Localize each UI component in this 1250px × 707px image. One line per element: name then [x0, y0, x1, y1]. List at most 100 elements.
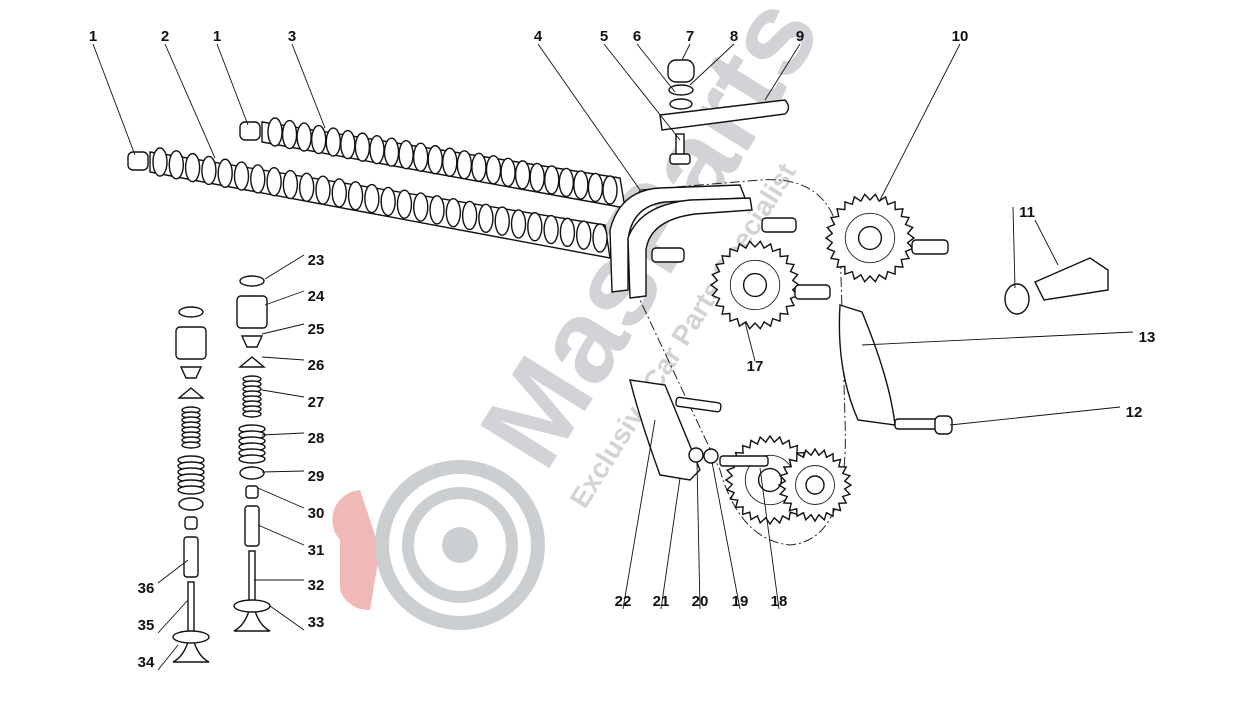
- callout-4[interactable]: 4: [534, 28, 543, 45]
- cam-lobe: [398, 139, 414, 170]
- leader-line: [157, 644, 179, 671]
- cam-lobe: [592, 223, 608, 253]
- cam-lobe: [354, 132, 371, 162]
- cam-lobe: [296, 122, 312, 152]
- leader-line: [681, 43, 691, 61]
- cam-lobe: [587, 172, 604, 203]
- leader-line: [157, 559, 189, 584]
- callout-6[interactable]: 6: [633, 28, 641, 45]
- leader-line: [92, 43, 136, 156]
- callout-5[interactable]: 5: [600, 28, 608, 45]
- cam-lobe: [412, 142, 429, 172]
- leader-line: [264, 254, 305, 280]
- cam-lobe: [184, 152, 201, 183]
- cam-lobe: [201, 155, 217, 186]
- cam-lobe: [514, 160, 531, 190]
- callout-18[interactable]: 18: [771, 593, 788, 610]
- callout-21[interactable]: 21: [653, 593, 670, 610]
- leader-line: [261, 356, 305, 361]
- cam-lobe: [478, 203, 494, 233]
- callout-31[interactable]: 31: [308, 542, 325, 559]
- callout-29[interactable]: 29: [308, 468, 325, 485]
- cam-lobe: [576, 220, 592, 250]
- callout-34[interactable]: 34: [138, 654, 155, 671]
- callout-11[interactable]: 11: [1019, 204, 1035, 221]
- leader-line: [264, 290, 305, 306]
- leader-line: [696, 461, 701, 610]
- callout-1[interactable]: 1: [213, 28, 221, 45]
- callout-3[interactable]: 3: [288, 28, 296, 45]
- cam-lobe: [413, 192, 429, 222]
- cam-lobe: [369, 134, 385, 165]
- leader-line: [949, 406, 1121, 426]
- callout-32[interactable]: 32: [308, 577, 325, 594]
- cam-lobe: [233, 161, 250, 191]
- callout-22[interactable]: 22: [615, 593, 632, 610]
- cam-lobe: [461, 200, 478, 231]
- leader-line: [689, 43, 735, 86]
- callout-28[interactable]: 28: [308, 430, 325, 447]
- callout-10[interactable]: 10: [952, 28, 969, 45]
- callout-17[interactable]: 17: [747, 358, 764, 375]
- callout-2[interactable]: 2: [161, 28, 169, 45]
- cam-lobe: [364, 183, 380, 214]
- leader-line: [1034, 219, 1059, 266]
- callout-8[interactable]: 8: [730, 28, 738, 45]
- leader-line: [257, 487, 305, 509]
- callout-25[interactable]: 25: [308, 321, 325, 338]
- callout-1[interactable]: 1: [89, 28, 97, 45]
- cam-lobe: [282, 169, 299, 200]
- cam-lobe: [168, 150, 184, 180]
- valve-spring-inner: [242, 410, 262, 418]
- cam-lobe: [602, 175, 618, 205]
- tensioner-plunger: [1034, 257, 1109, 301]
- leader-line: [744, 321, 756, 362]
- leader-line: [261, 432, 305, 436]
- cam-lobe: [325, 127, 341, 157]
- callout-20[interactable]: 20: [692, 593, 709, 610]
- callout-33[interactable]: 33: [308, 614, 325, 631]
- callout-23[interactable]: 23: [308, 252, 325, 269]
- valve-spring-outer: [177, 485, 205, 495]
- leader-line: [660, 477, 681, 610]
- cam-lobe: [383, 137, 400, 167]
- cam-lobe: [427, 145, 443, 175]
- chain-tensioner-guide: [838, 304, 896, 426]
- callout-26[interactable]: 26: [308, 357, 325, 374]
- valve-spring-outer: [238, 454, 266, 464]
- leader-line: [636, 43, 676, 93]
- cam-lobe: [485, 155, 502, 185]
- cam-lobe: [445, 197, 462, 228]
- callout-36[interactable]: 36: [138, 580, 155, 597]
- callout-19[interactable]: 19: [732, 593, 749, 610]
- leader-line: [879, 43, 961, 201]
- cam-lobe: [331, 178, 347, 208]
- leader-line: [261, 389, 305, 398]
- leader-line: [257, 524, 305, 546]
- callout-7[interactable]: 7: [686, 28, 694, 45]
- cam-lobe: [543, 214, 559, 245]
- leader-line: [537, 43, 641, 191]
- callout-12[interactable]: 12: [1126, 404, 1143, 421]
- cam-lobe: [281, 119, 298, 150]
- leader-line: [164, 43, 216, 159]
- cam-lobe: [544, 165, 560, 195]
- callout-27[interactable]: 27: [308, 394, 325, 411]
- valve-guide: [183, 536, 199, 578]
- callout-13[interactable]: 13: [1139, 329, 1156, 346]
- callout-24[interactable]: 24: [308, 288, 325, 305]
- callout-35[interactable]: 35: [138, 617, 155, 634]
- callout-30[interactable]: 30: [308, 505, 325, 522]
- cam-lobe: [500, 157, 516, 188]
- cam-lobe: [456, 150, 473, 180]
- chain-guide-bracket: [659, 99, 790, 131]
- cam-lobe: [429, 195, 445, 225]
- callout-9[interactable]: 9: [796, 28, 804, 45]
- tappet: [236, 295, 268, 329]
- tappet: [175, 326, 207, 360]
- cam-lobe: [573, 170, 589, 200]
- cam-lobe: [527, 212, 543, 242]
- cam-lobe: [442, 147, 458, 177]
